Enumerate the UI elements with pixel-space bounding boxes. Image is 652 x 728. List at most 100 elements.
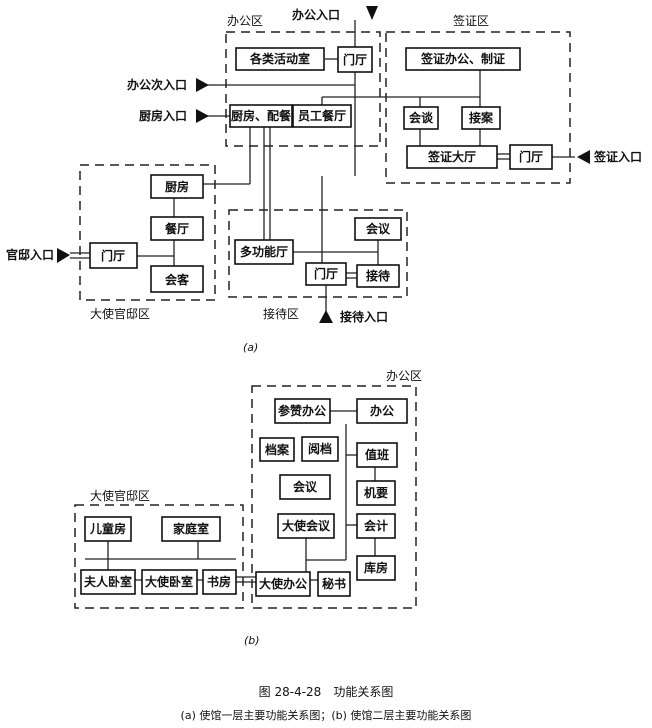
room-b-confidential: 机要 <box>356 480 396 506</box>
zone-label-office: 办公区 <box>227 13 263 28</box>
svg-text:会谈: 会谈 <box>409 110 434 125</box>
room-b-accounting: 会计 <box>356 513 396 539</box>
room-kitchen-serving: 厨房、配餐 <box>229 104 293 128</box>
svg-text:多功能厅: 多功能厅 <box>240 244 288 259</box>
svg-text:会议: 会议 <box>366 221 391 236</box>
room-staff-dining: 员工餐厅 <box>292 104 352 128</box>
room-b-duty: 值班 <box>356 442 398 468</box>
diagram-b-label: (b) <box>244 634 260 647</box>
entrance-residence: 官邸入口 <box>6 247 70 263</box>
svg-text:秘书: 秘书 <box>322 576 346 591</box>
svg-text:书房: 书房 <box>207 574 231 589</box>
room-b-amb-office: 大使办公 <box>255 571 311 597</box>
up-arrow-icon <box>319 310 333 323</box>
zone-label-visa: 签证区 <box>453 13 489 28</box>
svg-text:机要: 机要 <box>364 485 388 500</box>
zone-residence-outline <box>79 164 216 301</box>
entrance-reception: 接待入口 <box>319 309 388 324</box>
diagram-a-label: (a) <box>243 341 258 354</box>
svg-text:门厅: 门厅 <box>101 248 125 263</box>
svg-text:大使办公: 大使办公 <box>259 576 307 591</box>
zone-label-residence: 大使官邸区 <box>90 306 150 321</box>
room-talk: 会谈 <box>403 106 439 130</box>
svg-text:厨房、配餐: 厨房、配餐 <box>231 108 292 123</box>
diagram-b-connections <box>85 410 376 583</box>
svg-text:阅档: 阅档 <box>308 441 332 456</box>
svg-text:夫人卧室: 夫人卧室 <box>83 574 132 589</box>
svg-text:参赞办公: 参赞办公 <box>278 403 326 418</box>
svg-text:门厅: 门厅 <box>314 266 338 281</box>
diagram-a: 办公区 签证区 大使官邸区 接待区 <box>6 6 642 354</box>
room-b-office: 办公 <box>356 398 408 424</box>
svg-text:办公入口: 办公入口 <box>292 7 340 22</box>
svg-text:官邸入口: 官邸入口 <box>6 247 54 262</box>
svg-text:接案: 接案 <box>469 110 494 125</box>
entrance-office-secondary: 办公次入口 <box>127 77 209 92</box>
entrance-kitchen: 厨房入口 <box>139 108 209 123</box>
room-b-madam-bedroom: 夫人卧室 <box>80 569 136 595</box>
room-b-amb-meeting: 大使会议 <box>277 513 335 539</box>
right-arrow-icon <box>196 109 209 123</box>
svg-text:会议: 会议 <box>293 479 318 494</box>
room-b-reading: 阅档 <box>301 436 339 462</box>
down-arrow-icon <box>366 6 378 20</box>
svg-text:值班: 值班 <box>365 447 389 462</box>
room-b-family: 家庭室 <box>161 516 221 542</box>
room-receive-case: 接案 <box>461 106 501 130</box>
room-visa-hall: 签证大厅 <box>406 145 498 169</box>
room-res-lobby: 门厅 <box>89 242 138 269</box>
svg-text:办公: 办公 <box>370 403 394 418</box>
zone-b-label-residence: 大使官邸区 <box>90 488 150 503</box>
zone-b-office-outline <box>251 385 417 609</box>
svg-text:签证入口: 签证入口 <box>593 149 642 164</box>
zone-reception-outline <box>228 209 408 298</box>
room-visa-lobby: 门厅 <box>509 144 553 170</box>
svg-text:门厅: 门厅 <box>519 149 543 164</box>
svg-text:接待: 接待 <box>366 268 390 283</box>
svg-text:儿童房: 儿童房 <box>89 521 126 536</box>
room-multi-hall: 多功能厅 <box>234 239 294 265</box>
zone-b-residence-outline <box>74 504 244 609</box>
room-reception: 接待 <box>356 264 400 288</box>
svg-text:会客: 会客 <box>165 272 190 287</box>
svg-text:门厅: 门厅 <box>343 52 367 67</box>
zone-b-label-office: 办公区 <box>386 368 422 383</box>
room-res-dining: 餐厅 <box>150 216 204 241</box>
room-activity: 各类活动室 <box>235 47 325 71</box>
svg-text:库房: 库房 <box>364 560 388 575</box>
room-rec-lobby: 门厅 <box>305 262 347 286</box>
svg-text:家庭室: 家庭室 <box>173 521 209 536</box>
room-res-kitchen: 厨房 <box>150 174 204 199</box>
diagram-b: 办公区 大使官邸区 参赞办公 办公 <box>74 368 422 647</box>
right-arrow-icon <box>196 78 209 92</box>
room-b-children: 儿童房 <box>84 516 132 542</box>
caption-subtitle: (a) 使馆一层主要功能关系图；(b) 使馆二层主要功能关系图 <box>181 708 472 722</box>
entrance-visa: 签证入口 <box>577 149 642 164</box>
svg-text:签证办公、制证: 签证办公、制证 <box>420 51 505 66</box>
room-b-counselor-office: 参赞办公 <box>274 398 331 424</box>
zone-visa-outline <box>385 31 571 184</box>
svg-text:各类活动室: 各类活动室 <box>249 51 310 66</box>
svg-text:接待入口: 接待入口 <box>340 309 388 324</box>
svg-text:厨房入口: 厨房入口 <box>139 108 187 123</box>
zone-label-reception: 接待区 <box>263 306 299 321</box>
entrance-office: 办公入口 <box>292 6 378 22</box>
room-office-lobby: 门厅 <box>337 46 373 73</box>
room-b-study: 书房 <box>202 569 237 595</box>
svg-text:大使会议: 大使会议 <box>282 518 331 533</box>
svg-text:签证大厅: 签证大厅 <box>427 149 476 164</box>
room-b-amb-bedroom: 大使卧室 <box>141 569 198 595</box>
svg-text:大使卧室: 大使卧室 <box>145 574 193 589</box>
caption-title: 图 28-4-28 功能关系图 <box>259 685 394 699</box>
diagram-a-connections <box>70 20 575 312</box>
right-arrow-icon <box>57 248 70 263</box>
svg-text:厨房: 厨房 <box>165 179 189 194</box>
room-meeting: 会议 <box>354 217 402 241</box>
svg-text:员工餐厅: 员工餐厅 <box>298 108 346 123</box>
room-res-guest: 会客 <box>150 265 204 293</box>
figure-caption: 图 28-4-28 功能关系图 (a) 使馆一层主要功能关系图；(b) 使馆二层… <box>181 685 472 722</box>
room-b-meeting: 会议 <box>279 474 331 500</box>
svg-text:办公次入口: 办公次入口 <box>127 77 187 92</box>
svg-text:会计: 会计 <box>364 518 388 533</box>
